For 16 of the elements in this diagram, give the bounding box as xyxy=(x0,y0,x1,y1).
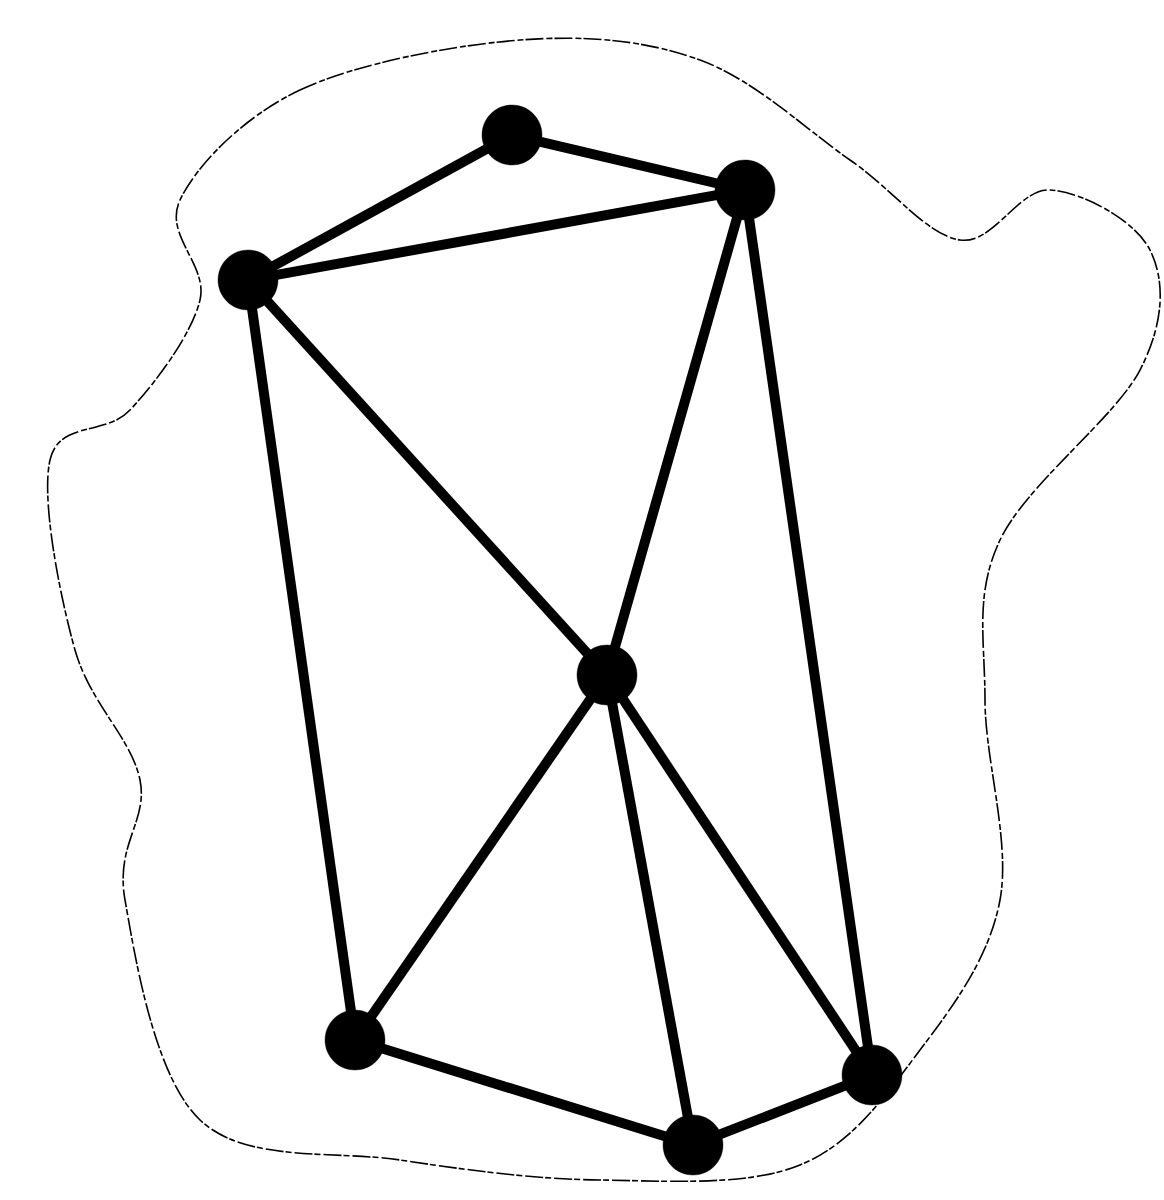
graph-vertex xyxy=(324,1009,386,1071)
graph-edge xyxy=(246,305,357,1015)
graph-vertex xyxy=(217,249,279,311)
graph-edge xyxy=(743,215,874,1050)
graph-edge xyxy=(365,693,597,1022)
graph-edge xyxy=(261,296,594,659)
graph-vertex xyxy=(481,104,543,166)
graph-edge xyxy=(617,694,862,1056)
graph-edge xyxy=(378,1043,670,1142)
graph-edge xyxy=(715,1079,850,1141)
graph-vertex xyxy=(576,644,638,706)
graph-vertex xyxy=(714,159,776,221)
graph-vertex xyxy=(662,1114,724,1176)
graph-edge xyxy=(268,143,492,272)
graph-edge xyxy=(536,136,721,189)
graph-vertex xyxy=(841,1044,903,1106)
